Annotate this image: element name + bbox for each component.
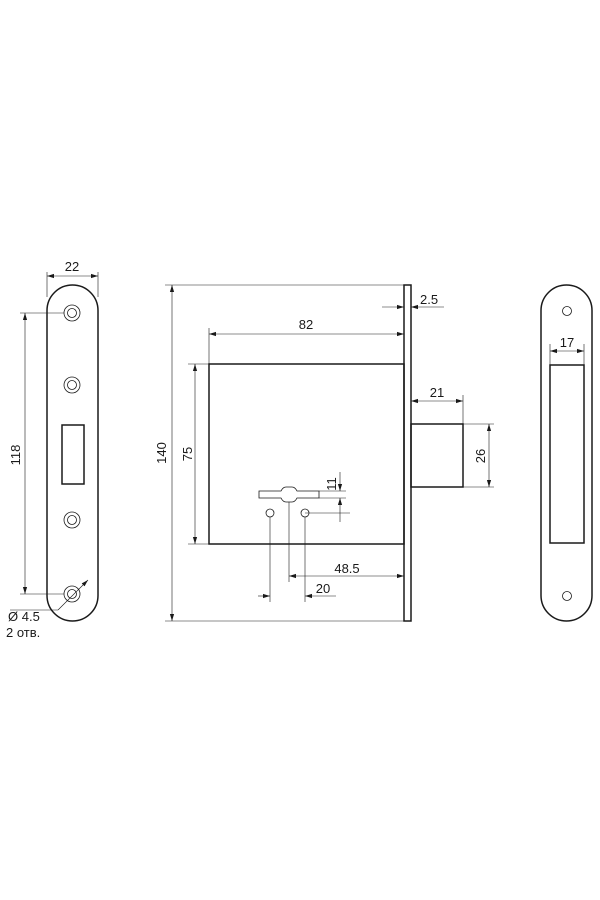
key-slot xyxy=(258,486,320,503)
dim-overall-height: 140 xyxy=(154,442,169,464)
strike-screw-hole-top xyxy=(562,306,572,316)
screw-hole-bottom xyxy=(63,585,81,603)
strike-plate-view: 17 xyxy=(540,284,593,622)
leader-hole-diameter xyxy=(57,579,89,611)
dim-case-height: 75 xyxy=(180,447,195,461)
screw-hole-upper xyxy=(63,376,81,394)
dim-hole-count: 2 отв. xyxy=(6,625,40,640)
lock-case xyxy=(208,363,405,545)
dim-bolt-throw: 21 xyxy=(430,385,444,400)
dim-hole-diameter: Ø 4.5 xyxy=(8,609,40,624)
dim-plate-thickness: 2.5 xyxy=(420,292,438,307)
bolt-opening xyxy=(61,424,85,485)
strike-plate-outline xyxy=(540,284,593,622)
dim-faceplate-width: 22 xyxy=(65,259,79,274)
dim-key-slot-height: 11 xyxy=(324,477,339,491)
lock-bolt xyxy=(410,423,464,488)
dim-backset: 82 xyxy=(299,317,313,332)
strike-screw-hole-bottom xyxy=(562,591,572,601)
front-plate xyxy=(403,284,412,622)
dim-bolt-height: 26 xyxy=(473,449,488,463)
dim-hole-spacing: 118 xyxy=(8,445,23,466)
faceplate-outline xyxy=(46,284,99,622)
strike-slot xyxy=(549,364,585,544)
lock-side-view: 140 2.5 82 75 21 26 11 48.5 xyxy=(154,284,494,622)
dim-key-to-edge: 48.5 xyxy=(334,561,359,576)
dim-key-hole-spacing: 20 xyxy=(316,581,330,596)
dim-strike-slot-width: 17 xyxy=(560,335,574,350)
spindle-hole-left xyxy=(265,508,275,518)
faceplate-front-view: 22 118 Ø 4.5 2 отв. xyxy=(6,259,99,640)
screw-hole-top xyxy=(63,304,81,322)
screw-hole-lower xyxy=(63,511,81,529)
